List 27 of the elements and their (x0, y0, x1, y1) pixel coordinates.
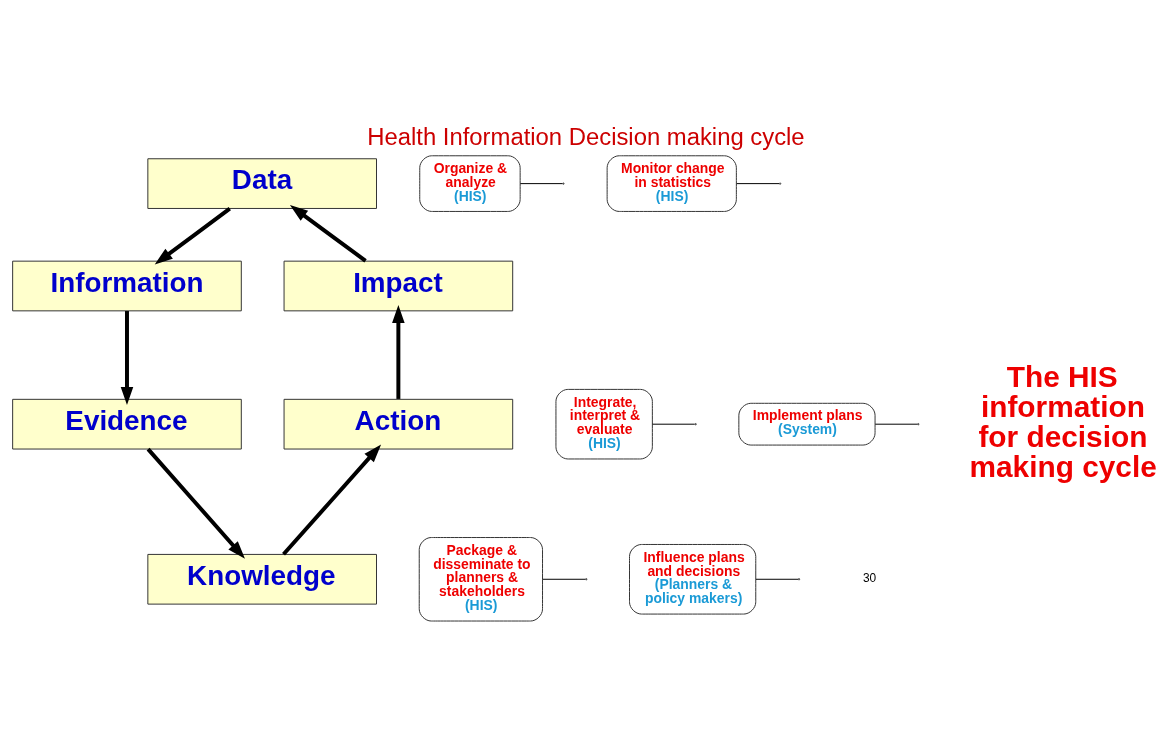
diagram-title: Health Information Decision making cycle (367, 122, 805, 150)
label: 30 (862, 570, 877, 585)
node-box: Data (147, 157, 377, 209)
arrow (146, 447, 245, 559)
connector (874, 423, 918, 425)
connector (755, 578, 799, 580)
label: The HIS information for decision making cycle (969, 359, 1157, 483)
arrow (289, 204, 367, 262)
node-box: Influence plans and decisions (Planners & policy makers) (629, 543, 757, 615)
node-box: Organize & analyze (HIS) (419, 154, 521, 212)
arrow (392, 304, 405, 399)
arrow (282, 444, 382, 556)
node-box: Knowledge (147, 553, 377, 605)
connector (651, 423, 696, 425)
arrow (154, 206, 231, 264)
node-box: Evidence (12, 398, 242, 450)
node-box: Monitor change in statistics (HIS) (606, 154, 737, 212)
node-box: Integrate, interpret & evaluate (HIS) (555, 388, 653, 459)
node-box: Implement plans (System) (738, 402, 876, 446)
node-box: Impact (283, 260, 514, 311)
connector (519, 182, 563, 184)
arrow (120, 310, 134, 405)
connector (542, 578, 586, 580)
connector (736, 182, 780, 184)
node-box: Package & disseminate to planners & stakeholders (HIS) (418, 536, 543, 621)
node-box: Action (283, 398, 514, 450)
node-box: Information (12, 260, 242, 311)
